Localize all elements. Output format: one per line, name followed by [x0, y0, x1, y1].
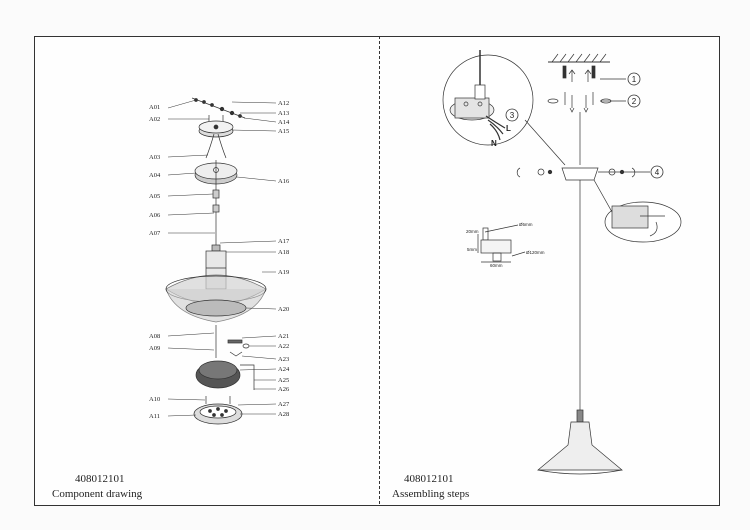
label-a02: A02	[149, 116, 160, 123]
top-screws-row	[191, 97, 246, 119]
dim-height-5: 5mm	[467, 247, 477, 252]
left-model-code: 408012101	[75, 473, 125, 485]
label-a07: A07	[149, 230, 161, 237]
label-a18: A18	[278, 249, 289, 256]
label-a24: A24	[278, 366, 290, 373]
dim-diameter-120: Ø120mm	[526, 250, 545, 255]
dim-height-20: 20mm	[466, 229, 479, 234]
panel-divider	[379, 36, 380, 504]
dim-diameter-small: Ø5mm	[519, 222, 533, 227]
label-a17: A17	[278, 238, 290, 245]
dim-width-60: 60mm	[490, 263, 503, 268]
label-a03: A03	[149, 154, 160, 161]
label-a10: A10	[149, 396, 160, 403]
label-a27: A27	[278, 401, 290, 408]
label-a26: A26	[278, 386, 290, 393]
label-a23: A23	[278, 356, 289, 363]
label-a14: A14	[278, 119, 290, 126]
label-a06: A06	[149, 212, 161, 219]
step-4-number: 4	[655, 168, 660, 177]
drawing-sheet	[34, 36, 720, 506]
label-a04: A04	[149, 172, 161, 179]
label-a21: A21	[278, 333, 289, 340]
label-a15: A15	[278, 128, 289, 135]
label-a05: A05	[149, 193, 160, 200]
step-3-number: 3	[510, 111, 515, 120]
label-a25: A25	[278, 377, 289, 384]
dimension-sketch	[477, 224, 526, 263]
right-panel-title: Assembling steps	[392, 488, 470, 500]
right-model-code: 408012101	[404, 473, 454, 485]
step-2-number: 2	[632, 97, 637, 106]
label-a12: A12	[278, 100, 289, 107]
label-a22: A22	[278, 343, 289, 350]
label-a09: A09	[149, 345, 160, 352]
label-a08: A08	[149, 333, 160, 340]
step-1-number: 1	[632, 75, 637, 84]
label-a11: A11	[149, 413, 160, 420]
label-a28: A28	[278, 411, 289, 418]
wire-label-n: N	[491, 139, 497, 148]
label-a01: A01	[149, 104, 160, 111]
left-panel-title: Component drawing	[52, 488, 143, 500]
label-a13: A13	[278, 110, 289, 117]
wire-label-l: L	[506, 124, 511, 133]
label-a20: A20	[278, 306, 289, 313]
label-a16: A16	[278, 178, 290, 185]
label-a19: A19	[278, 269, 289, 276]
